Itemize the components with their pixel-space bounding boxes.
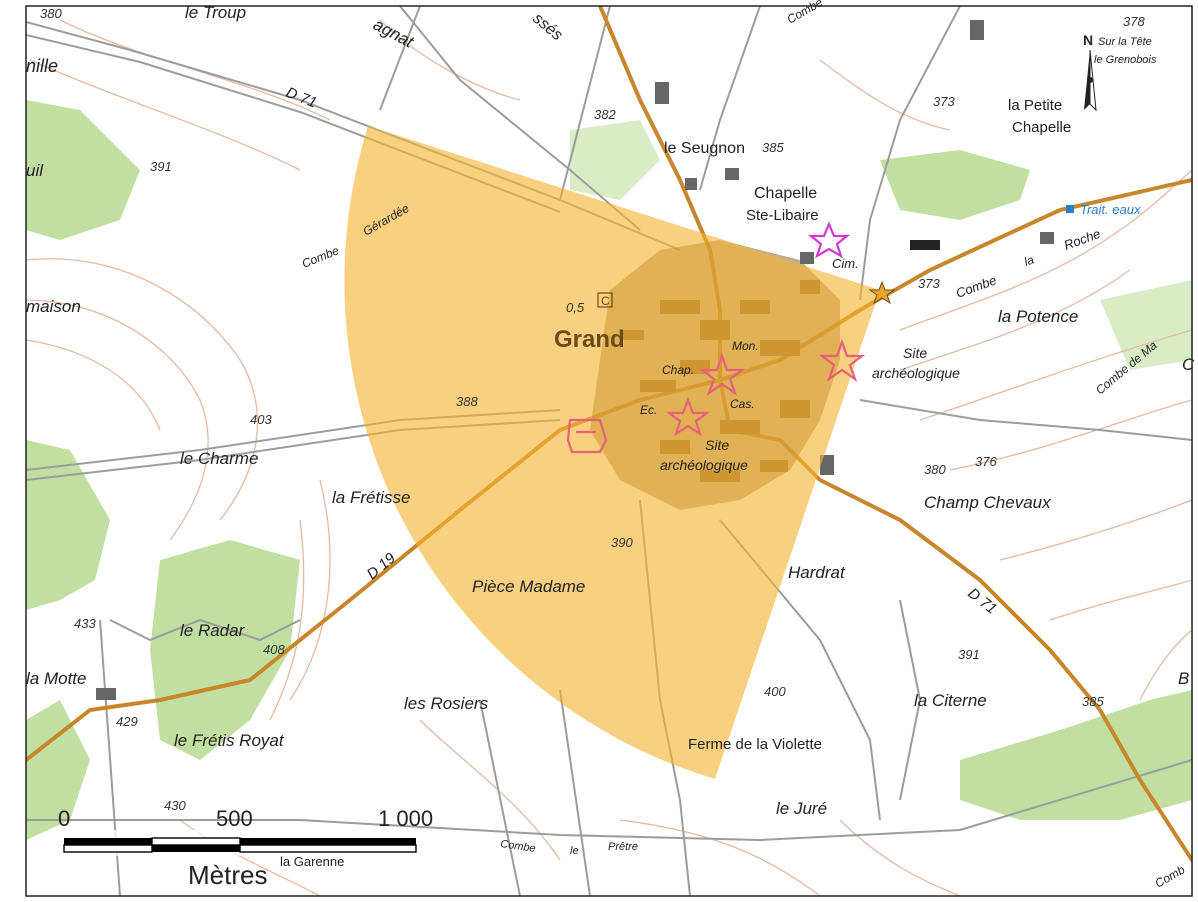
label-chapelle: Chapelle	[754, 185, 817, 202]
label-b-right: B	[1178, 669, 1189, 688]
altitude-labels: 380 378 373 373 382 385 391 388 403 0,5 …	[40, 6, 1145, 813]
contour-lines	[26, 19, 1192, 896]
svg-text:382: 382	[594, 107, 616, 122]
svg-text:391: 391	[150, 159, 172, 174]
label-pretre: Prêtre	[608, 841, 638, 853]
label-le-jure: le Juré	[776, 799, 827, 818]
scale-bar: 0 500 1 000 Mètres	[58, 806, 433, 890]
label-le-pretre: le	[570, 845, 579, 857]
label-sur-tete: Sur la Tête	[1098, 36, 1152, 48]
label-combe-pretre: Combe	[500, 838, 537, 855]
svg-text:385: 385	[1082, 694, 1104, 709]
label-hardrat: Hardrat	[788, 563, 846, 582]
label-la-fretisse: la Frétisse	[332, 488, 410, 507]
label-milly: nille	[26, 56, 58, 76]
buildings	[96, 20, 1054, 700]
label-troup: le Troup	[185, 3, 246, 22]
svg-text:391: 391	[958, 647, 980, 662]
svg-text:400: 400	[764, 684, 786, 699]
label-champ-chevaux: Champ Chevaux	[924, 493, 1051, 512]
star-marker-chapelle	[807, 221, 851, 259]
svg-text:388: 388	[456, 394, 478, 409]
label-ste-libaire: Ste-Libaire	[746, 207, 819, 224]
forest-areas	[26, 100, 1192, 840]
label-cim: Cim.	[832, 256, 859, 271]
label-site-arch-2b: archéologique	[660, 457, 748, 473]
svg-text:373: 373	[933, 94, 955, 109]
svg-text:385: 385	[762, 140, 784, 155]
label-grenobois: le Grenobois	[1094, 54, 1157, 66]
svg-text:378: 378	[1123, 14, 1145, 29]
label-potence: la Potence	[998, 307, 1078, 326]
scale-tick-0: 0	[58, 806, 70, 831]
svg-text:429: 429	[116, 714, 138, 729]
star-marker-ec	[665, 396, 711, 437]
label-c-box: C	[601, 294, 610, 308]
label-site-arch-1: Site	[903, 345, 927, 361]
label-le-charme: le Charme	[180, 449, 258, 468]
label-mon: Mon.	[732, 339, 759, 353]
label-chap: Chap.	[662, 363, 694, 377]
label-trait-eaux: Trait. eaux	[1080, 202, 1141, 217]
svg-text:408: 408	[263, 642, 285, 657]
star-marker-grand	[698, 352, 746, 396]
label-ferme: Ferme de la Violette	[688, 736, 822, 753]
label-piece-madame: Pièce Madame	[472, 577, 585, 596]
label-site-arch-1b: archéologique	[872, 365, 960, 381]
svg-text:380: 380	[924, 462, 946, 477]
scale-tick-1000: 1 000	[378, 806, 433, 831]
label-garenne: la Garenne	[280, 854, 344, 869]
svg-text:403: 403	[250, 412, 272, 427]
label-uil: uil	[26, 161, 44, 180]
water-treatment-icon	[1066, 205, 1074, 213]
label-la-motte: la Motte	[26, 669, 86, 688]
label-petite-chapelle: Chapelle	[1012, 119, 1071, 136]
svg-text:0,5: 0,5	[566, 300, 585, 315]
svg-text:433: 433	[74, 616, 96, 631]
label-seugnon: le Seugnon	[664, 140, 745, 157]
label-grand: Grand	[554, 326, 625, 353]
map-frame	[25, 5, 1193, 897]
svg-text:430: 430	[164, 798, 186, 813]
scale-tick-500: 500	[216, 806, 253, 831]
svg-text:373: 373	[918, 276, 940, 291]
label-maison: maison	[26, 297, 81, 316]
svg-text:380: 380	[40, 6, 62, 21]
viewpoint-star-icon	[868, 280, 896, 305]
label-petite: la Petite	[1008, 97, 1062, 114]
label-c-right: C	[1182, 355, 1195, 374]
svg-text:376: 376	[975, 454, 997, 469]
north-arrow-label: N	[1083, 32, 1093, 48]
north-arrow: N	[1083, 32, 1097, 112]
theatre-icon	[566, 418, 608, 454]
monument-markers	[566, 221, 866, 454]
label-fretis-royat: le Frétis Royat	[174, 731, 285, 750]
label-site-arch-2: Site	[705, 437, 729, 453]
label-les-rosiers: les Rosiers	[404, 694, 489, 713]
svg-text:390: 390	[611, 535, 633, 550]
viewshed-sector	[344, 126, 880, 779]
scale-unit: Mètres	[188, 860, 267, 890]
label-ec: Ec.	[640, 403, 657, 417]
label-la-citerne: la Citerne	[914, 691, 987, 710]
label-le-radar: le Radar	[180, 621, 246, 640]
label-cas: Cas.	[730, 397, 755, 411]
star-marker-arch	[818, 338, 866, 382]
